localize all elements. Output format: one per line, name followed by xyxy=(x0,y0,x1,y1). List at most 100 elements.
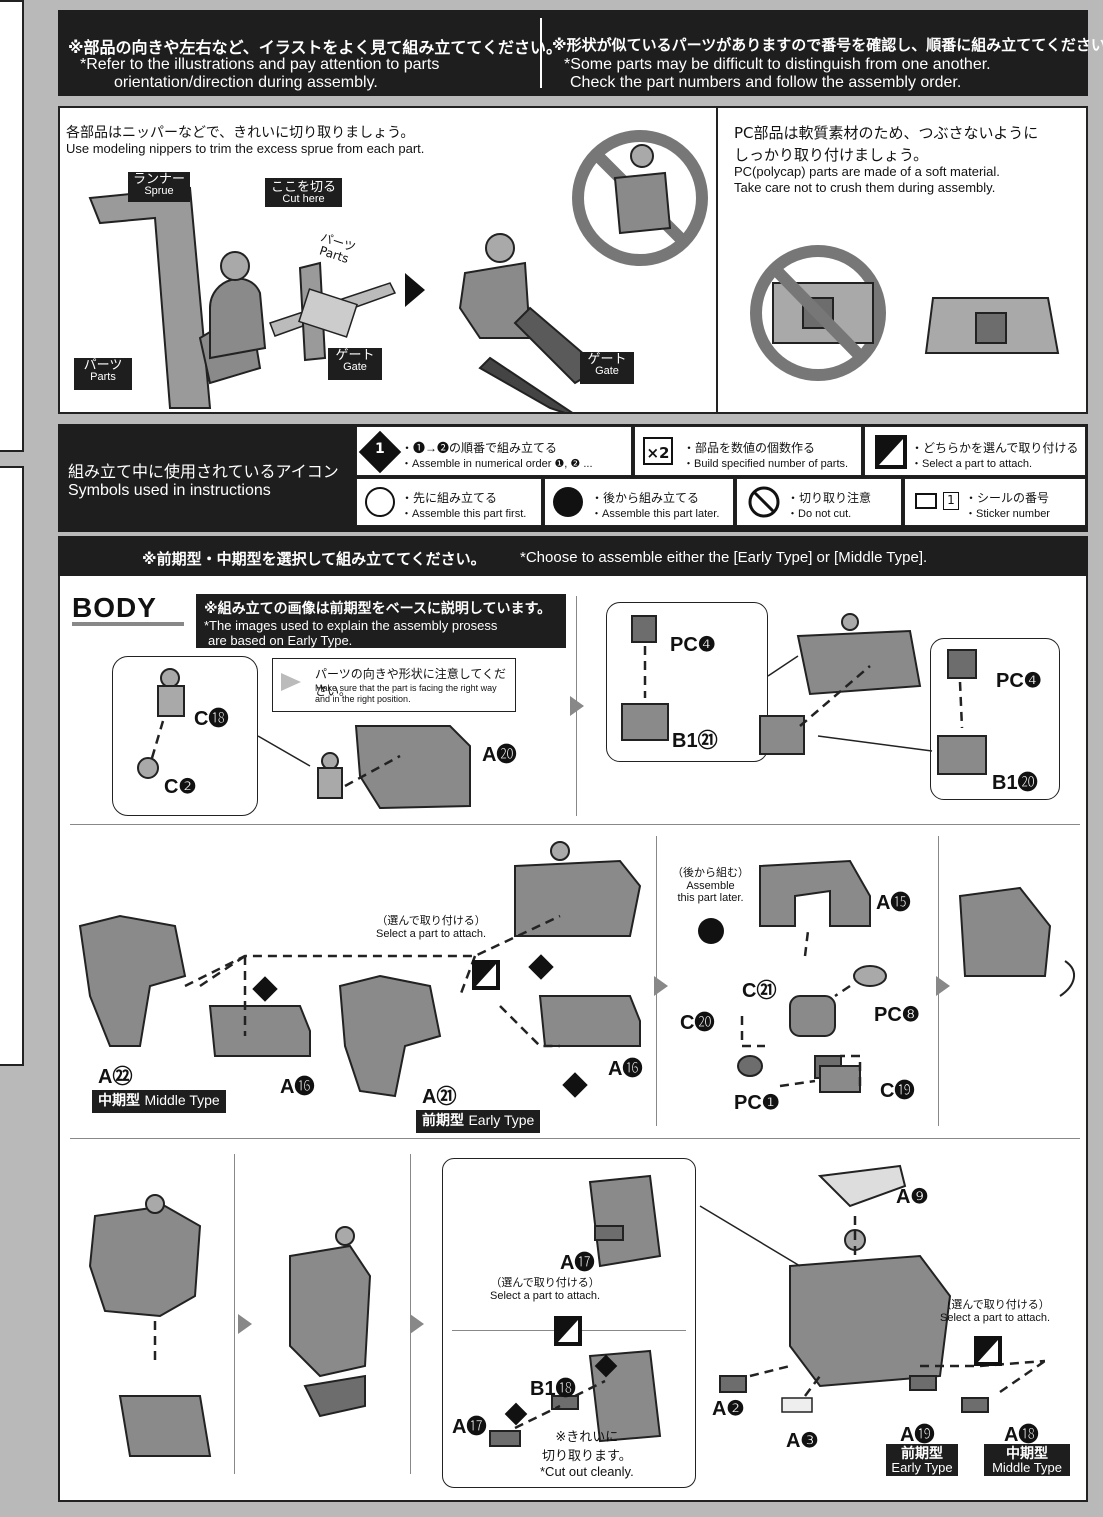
parts-tag: パーツ Parts xyxy=(74,358,132,390)
label-c19: C⓳ xyxy=(880,1080,915,1102)
select-jp-2: （選んで取り付ける） xyxy=(490,1276,600,1289)
header-banner: ※部品の向きや左右など、イラストをよく見て組み立ててください。 *Refer t… xyxy=(58,10,1103,96)
pc4-b120 xyxy=(937,649,987,775)
label-a19: A⓳ xyxy=(900,1424,935,1446)
early2-en: Early Type xyxy=(891,1459,953,1475)
label-pc4-b: PC❹ xyxy=(996,670,1042,692)
label-a16-a: A⓰ xyxy=(280,1076,315,1098)
symbol-first: ・先に組み立てる ・Assemble this part first. xyxy=(356,478,542,526)
clean-jp-2: 切り取ります。 xyxy=(542,1449,632,1464)
select-icon-3 xyxy=(554,1316,582,1346)
body-title: BODY xyxy=(72,592,157,623)
step-arrow-2 xyxy=(654,976,668,996)
a20-part xyxy=(257,725,471,810)
s4-jp: ・先に組み立てる xyxy=(401,491,498,505)
body-note-jp: ※組み立ての画像は前期型をベースに説明しています。 xyxy=(204,601,552,617)
label-c2: C❷ xyxy=(164,776,197,798)
label-a20: A⓴ xyxy=(482,744,517,766)
symbols-title-en: Symbols used in instructions xyxy=(68,482,271,499)
clean-en: *Cut out cleanly. xyxy=(540,1464,634,1479)
select-jp-1: （選んで取り付ける） xyxy=(376,914,486,927)
label-c18: C⓲ xyxy=(194,708,229,730)
a16-part-a xyxy=(199,954,311,1057)
symbol-order: 1 ・❶→❷の順番で組み立てる ・Assemble in numerical o… xyxy=(356,426,632,476)
header-right-en-1: *Some parts may be difficult to distingu… xyxy=(564,56,991,73)
body-title-underline xyxy=(72,622,184,626)
header-left-en-1: *Refer to the illustrations and pay atte… xyxy=(80,56,440,73)
header-divider xyxy=(540,18,542,88)
label-a21: A㉑ xyxy=(422,1086,457,1108)
sprue-frame xyxy=(88,186,397,409)
left-edge-panel-2 xyxy=(0,466,24,1066)
symbol-select: ・どちらかを選んで取り付ける ・Select a part to attach. xyxy=(864,426,1086,476)
sticker-icon xyxy=(915,493,937,509)
label-a9: A❾ xyxy=(896,1186,929,1208)
s4-en: ・Assemble this part first. xyxy=(401,508,527,520)
a22-part xyxy=(78,914,187,1047)
later-en-1: Assemble xyxy=(686,880,735,892)
runner-jp: ランナー xyxy=(132,171,185,186)
pc-jp-2: しっかり取り付けましょう。 xyxy=(734,146,929,164)
label-a15: A⓯ xyxy=(876,892,911,914)
step-arrow-3 xyxy=(936,976,950,996)
pc-en-2: Take care not to crush them during assem… xyxy=(734,180,996,195)
inset-c-parts xyxy=(112,656,258,816)
inset-pc4-a xyxy=(606,602,768,762)
select-icon-2 xyxy=(472,960,500,990)
gate-tag-1: ゲート Gate xyxy=(328,348,382,380)
middle2-jp: 中期型 xyxy=(1006,1445,1048,1461)
inset-a17 xyxy=(442,1158,696,1488)
no-crush-sign xyxy=(572,130,708,266)
early-type-en: Early Type xyxy=(468,1112,535,1128)
header-right-en-2: Check the part numbers and follow the as… xyxy=(570,74,962,91)
select-icon-4 xyxy=(974,1336,1002,1366)
label-a2: A❷ xyxy=(712,1398,745,1420)
step-arrow-5 xyxy=(410,1314,424,1334)
orient-en-2: and in the right position. xyxy=(315,694,411,704)
pc-en-1: PC(polycap) parts are made of a soft mat… xyxy=(734,164,1000,179)
label-a22: A㉒ xyxy=(98,1066,133,1088)
later-jp: （後から組む） xyxy=(672,866,749,879)
runner-tag: ランナー Sprue xyxy=(128,172,190,202)
cut-here-label: ここを切る Cut here xyxy=(265,178,343,208)
s6-en: ・Do not cut. xyxy=(787,508,852,520)
s7-en: ・Sticker number xyxy=(965,508,1050,520)
orient-en-1: Make sure that the part is facing the ri… xyxy=(315,683,497,693)
label-b121: B1㉑ xyxy=(672,730,718,752)
part-cut xyxy=(458,233,602,412)
sticker-num: 1 xyxy=(943,492,959,510)
body-panel: BODY ※組み立ての画像は前期型をベースに説明しています。 *The imag… xyxy=(58,576,1088,1502)
no-cut-icon xyxy=(748,486,780,518)
s1-jp: ・❶→❷の順番で組み立てる xyxy=(401,441,558,455)
pc-jp-1: PC部品は軟質素材のため、つぶさないように xyxy=(734,124,1039,142)
s2-jp: ・部品を数値の個数作る xyxy=(683,441,816,455)
main-torso xyxy=(699,1164,1046,1413)
early-type-tag-2: 前期型 Early Type xyxy=(886,1444,958,1477)
body-note-en-1: *The images used to explain the assembly… xyxy=(204,618,498,633)
label-a3: A❸ xyxy=(786,1430,819,1452)
nippers-illustration xyxy=(88,130,708,412)
select-en-1: Select a part to attach. xyxy=(376,928,487,940)
gate-en: Gate xyxy=(343,360,367,373)
torso-side xyxy=(289,1226,372,1418)
symbol-sticker: 1 ・シールの番号 ・Sticker number xyxy=(904,478,1086,526)
symbol-no-cut: ・切り取り注意 ・Do not cut. xyxy=(736,478,902,526)
col-divider-4 xyxy=(234,1154,235,1474)
label-a17-b: A⓱ xyxy=(452,1416,487,1438)
early-type-tag: 前期型 Early Type xyxy=(416,1110,541,1133)
torso-back xyxy=(88,1194,212,1457)
s2-en: ・Build specified number of parts. xyxy=(683,458,849,470)
later-icon xyxy=(553,487,583,517)
inset-pc4-b xyxy=(930,638,1060,800)
label-pc4-a: PC❹ xyxy=(670,634,716,656)
label-a18: A⓲ xyxy=(1004,1424,1039,1446)
middle-type-tag-2: 中期型 Middle Type xyxy=(984,1444,1070,1477)
c21-pc8-group xyxy=(737,965,887,1093)
middle-type-tag: 中期型 Middle Type xyxy=(92,1090,226,1113)
body-note: ※組み立ての画像は前期型をベースに説明しています。 *The images us… xyxy=(196,594,566,648)
pc-illustration xyxy=(750,245,1060,381)
s7-jp: ・シールの番号 xyxy=(965,491,1050,505)
header-right-jp: ※形状が似ているパーツがありますので番号を確認し、順番に組み立ててください。 xyxy=(552,36,1103,54)
cut-jp: ここを切る xyxy=(271,179,337,194)
gate-jp: ゲート xyxy=(335,347,375,362)
